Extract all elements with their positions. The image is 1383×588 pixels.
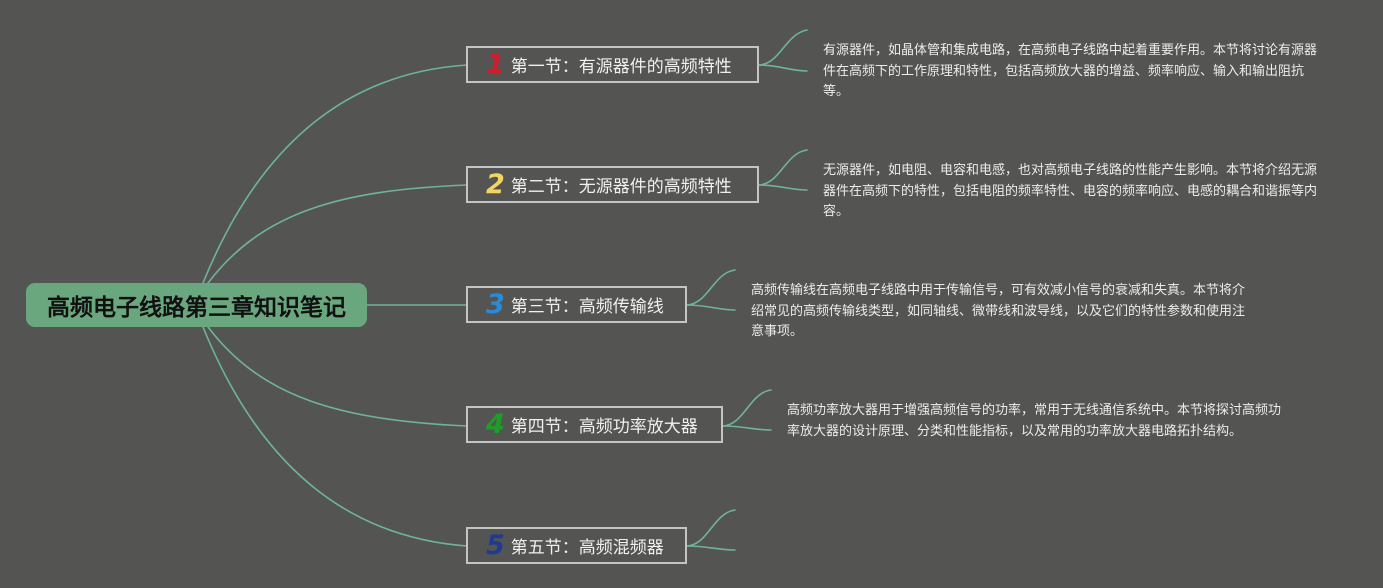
connector-root-section-5 xyxy=(202,326,468,547)
connector-root-section-2 xyxy=(207,184,468,284)
section-1-number: 1 xyxy=(486,49,505,80)
root-topic[interactable]: 高频电子线路第三章知识笔记 xyxy=(26,283,367,327)
section-4-label: 第四节：高频功率放大器 xyxy=(510,417,698,437)
connector-section-1-desc-bottom xyxy=(757,64,808,72)
connector-root-section-4 xyxy=(207,326,468,427)
connector-section-3-desc-bottom xyxy=(685,304,736,311)
section-5-number: 5 xyxy=(486,530,505,561)
section-2-number: 2 xyxy=(486,169,505,200)
section-5-node[interactable]: 5 第五节：高频混频器 xyxy=(466,527,687,564)
connector-section-5-desc xyxy=(685,509,736,547)
section-1-node[interactable]: 1 第一节：有源器件的高频特性 xyxy=(466,46,759,83)
section-1-description: 有源器件，如晶体管和集成电路，在高频电子线路中起着重要作用。本节将讨论有源器件在… xyxy=(823,43,1318,99)
section-2-label: 第二节：无源器件的高频特性 xyxy=(510,177,732,197)
section-3-node[interactable]: 3 第三节：高频传输线 xyxy=(466,286,687,323)
connector-section-4-desc-bottom xyxy=(721,425,772,431)
connector-section-3-desc xyxy=(685,269,736,306)
section-2-description: 无源器件，如电阻、电容和电感，也对高频电子线路的性能产生影响。本节将介绍无源器件… xyxy=(823,163,1318,219)
connector-section-4-desc xyxy=(721,389,772,427)
section-4-node[interactable]: 4 第四节：高频功率放大器 xyxy=(466,406,723,443)
connector-root-section-1 xyxy=(202,64,468,284)
section-5-label: 第五节：高频混频器 xyxy=(510,538,664,558)
section-3-description: 高频传输线在高频电子线路中用于传输信号，可有效减小信号的衰减和失真。本节将介绍常… xyxy=(751,283,1246,339)
section-1-label: 第一节：有源器件的高频特性 xyxy=(510,57,732,77)
section-4-description: 高频功率放大器用于增强高频信号的功率，常用于无线通信系统中。本节将探讨高频功率放… xyxy=(787,403,1282,439)
connector-section-5-desc-bottom xyxy=(685,545,736,551)
section-2-node[interactable]: 2 第二节：无源器件的高频特性 xyxy=(466,166,759,203)
connector-section-1-desc xyxy=(757,29,808,66)
section-3-number: 3 xyxy=(486,289,505,320)
connector-section-2-desc-bottom xyxy=(757,184,808,191)
section-3-label: 第三节：高频传输线 xyxy=(510,297,664,317)
section-4-number: 4 xyxy=(486,409,505,440)
connector-section-2-desc xyxy=(757,149,808,186)
